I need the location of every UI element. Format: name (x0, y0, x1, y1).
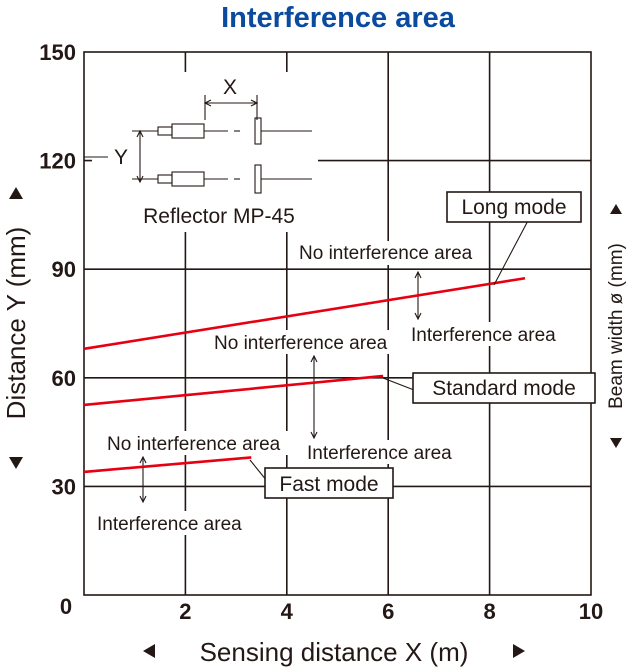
series-fast-mode (83, 456, 252, 474)
left-triangle-icon (143, 644, 155, 658)
y-tick-label: 30 (52, 474, 76, 499)
reflector-icon (254, 117, 312, 145)
sensor-head-icon (132, 171, 240, 187)
x-tick-label: 2 (179, 599, 191, 624)
y-axis-label-text: Distance Y (mm) (1, 227, 31, 420)
beam-width-label-text: Beam width ø (mm) (606, 243, 627, 409)
interference-label-fast: Interference area (97, 514, 242, 535)
legend-standard-mode-box (412, 372, 596, 404)
no-interference-label-fast: No interference area (107, 434, 281, 455)
y-tick-labels: 30 60 90 120 150 (39, 40, 76, 499)
origin-label: 0 (60, 594, 72, 619)
x-tick-label: 8 (483, 599, 495, 624)
legend-fast-mode-box (264, 467, 394, 499)
x-tick-labels: 2 4 6 8 10 (179, 599, 603, 624)
legend-long-mode: Long mode (461, 196, 566, 219)
no-interference-label-standard: No interference area (214, 333, 388, 354)
annotation-bg (105, 431, 295, 455)
sensor-head-icon (132, 123, 240, 139)
reflector-inset: X Y Reflector MP-45 (84, 72, 318, 232)
right-triangle-icon (9, 187, 23, 199)
double-arrow-icon (139, 455, 147, 504)
left-triangle-icon (610, 438, 622, 448)
annotation-bg (95, 511, 263, 535)
callout-leader (493, 214, 532, 286)
callout-leader (249, 459, 268, 482)
right-triangle-icon (610, 204, 622, 214)
series-standard-mode (83, 374, 384, 407)
annotation-bg (297, 241, 487, 265)
x-axis-label-text: Sensing distance X (m) (200, 637, 469, 667)
legend-standard-mode: Standard mode (432, 377, 576, 400)
left-triangle-icon (9, 457, 23, 469)
legend-long-mode-box (446, 191, 582, 223)
no-interference-label-long: No interference area (299, 243, 473, 264)
callout-leader (382, 377, 415, 391)
y-tick-label: 150 (39, 40, 76, 65)
x-axis-label: Sensing distance X (m) (143, 637, 525, 667)
y-tick-label: 90 (52, 257, 76, 282)
inset-caption: Reflector MP-45 (143, 205, 295, 228)
annotation-bg (305, 440, 473, 464)
reflector-icon (254, 164, 312, 194)
double-arrow-icon (310, 354, 318, 440)
interference-label-standard: Interference area (307, 443, 452, 464)
area-annotations: No interference area Interference area N… (95, 241, 567, 535)
y-tick-label: 120 (39, 149, 76, 174)
y-dimension-label: Y (114, 146, 128, 169)
interference-label-long: Interference area (411, 325, 556, 346)
series-lines (83, 276, 526, 474)
series-callouts: Long mode Standard mode Fast mode (249, 191, 596, 499)
annotation-bg (409, 322, 567, 346)
plot-frame (83, 51, 592, 596)
y-arrowhead-bottom (136, 175, 144, 184)
x-tick-label: 4 (281, 599, 294, 624)
right-triangle-icon (513, 644, 525, 658)
y-tick-label: 60 (52, 366, 76, 391)
chart-title: Interference area (221, 2, 456, 34)
y-axis-label: Distance Y (mm) (1, 187, 31, 469)
series-long-mode (83, 276, 526, 351)
legend-fast-mode: Fast mode (279, 473, 378, 496)
x-dimension-label: X (223, 76, 237, 99)
x-tick-label: 10 (579, 599, 603, 624)
beam-width-label: Beam width ø (mm) (606, 204, 627, 448)
annotation-bg (212, 330, 402, 354)
x-tick-label: 6 (382, 599, 394, 624)
